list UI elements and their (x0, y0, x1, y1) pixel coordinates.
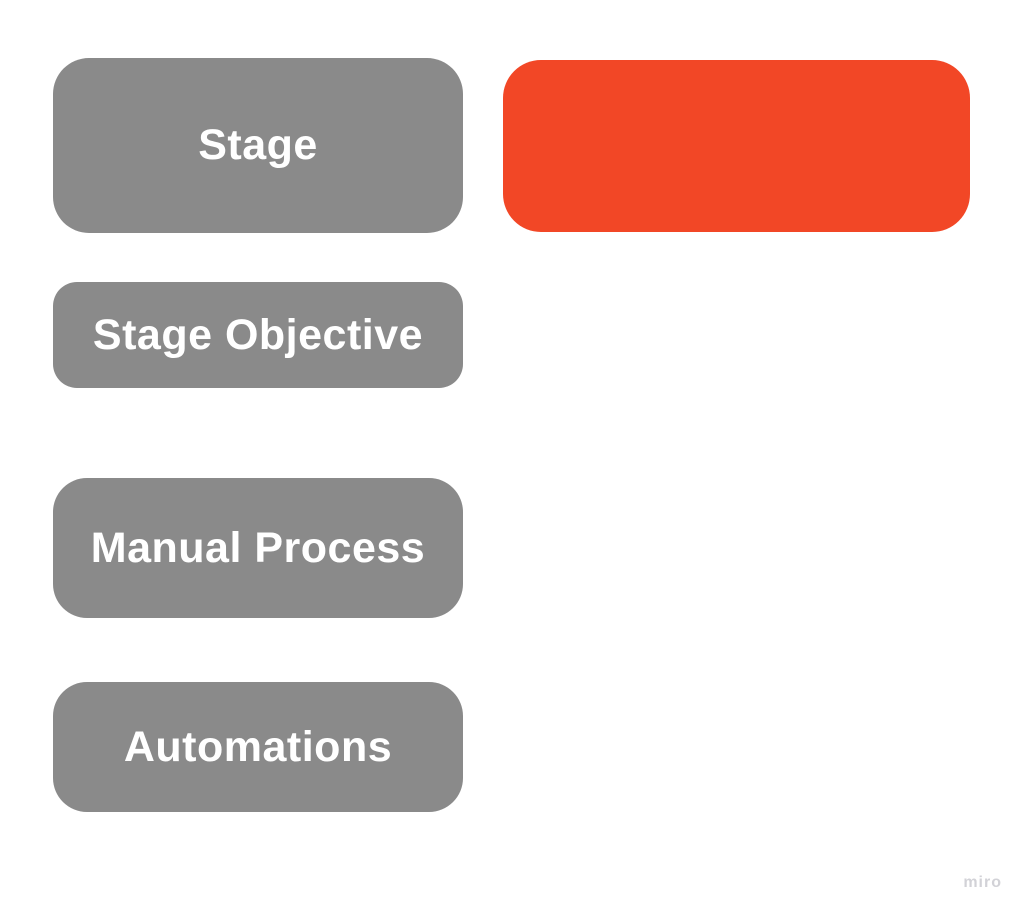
manual-process-label: Manual Process (90, 523, 426, 572)
stage-objective-label: Stage Objective (92, 310, 424, 359)
stage-objective-shape[interactable]: Stage Objective (53, 282, 463, 388)
manual-process-shape[interactable]: Manual Process (53, 478, 463, 618)
red-blank-shape[interactable] (503, 60, 970, 232)
stage-label: Stage (198, 121, 318, 169)
automations-shape[interactable]: Automations (53, 682, 463, 812)
automations-label: Automations (123, 722, 393, 771)
stage-shape[interactable]: Stage (53, 58, 463, 233)
miro-watermark: miro (963, 874, 1002, 891)
